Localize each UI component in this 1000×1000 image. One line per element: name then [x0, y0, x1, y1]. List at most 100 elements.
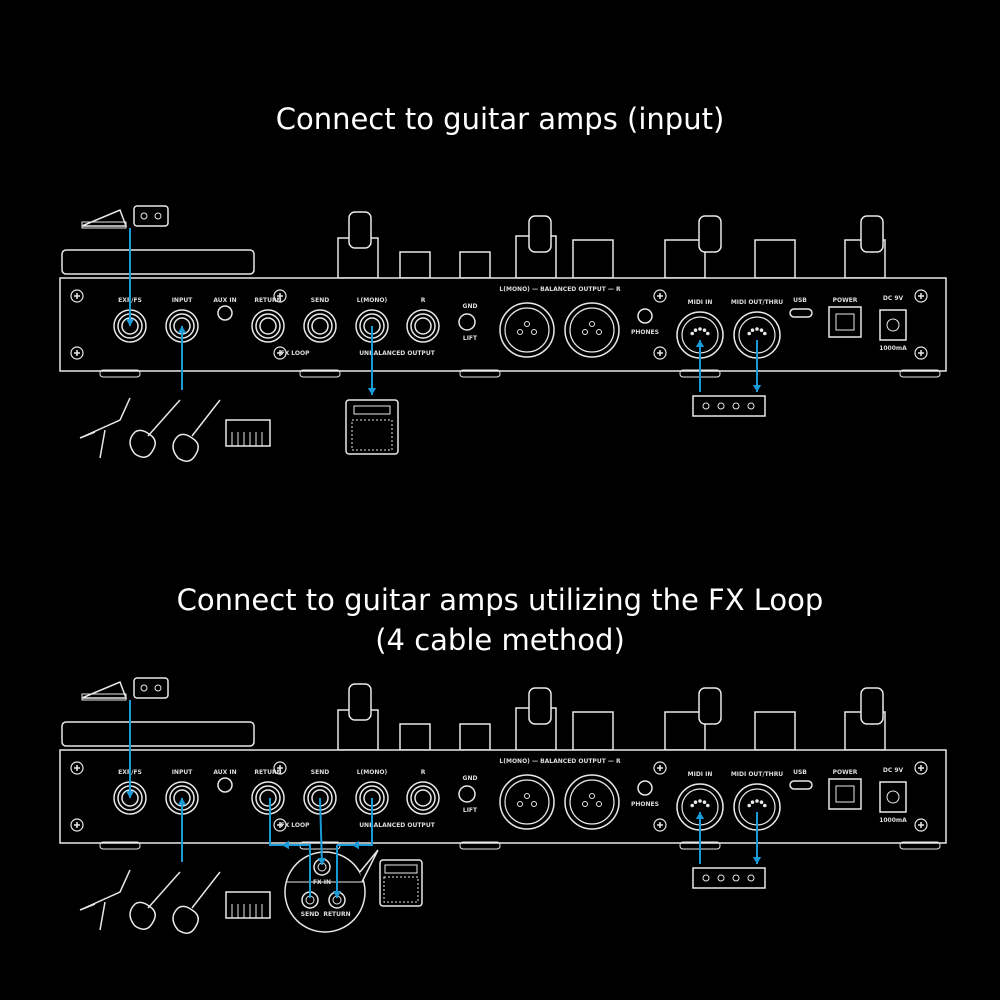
- screw-cross: [74, 765, 80, 771]
- label-amp-fx-in: FX IN: [313, 879, 331, 886]
- jack-socket: [406, 309, 440, 343]
- cable-arrowhead: [125, 791, 135, 798]
- amp-grille: [383, 876, 419, 903]
- footswitch-button: [140, 684, 148, 692]
- midi-device-port: [732, 874, 740, 882]
- knob: [754, 711, 796, 751]
- cable-arrowhead: [332, 891, 342, 898]
- electric-guitar-icon: [172, 399, 221, 462]
- screw-cross: [657, 765, 663, 771]
- midi-pin: [702, 800, 707, 805]
- midi-device-port: [702, 874, 710, 882]
- midi-pin: [690, 331, 695, 336]
- screw-icon: [273, 761, 287, 775]
- dc-jack-pin: [886, 790, 900, 804]
- jack-hole: [311, 317, 329, 335]
- jack-ring: [410, 313, 436, 339]
- screw-cross: [277, 822, 283, 828]
- midi-pin: [702, 328, 707, 333]
- screw-icon: [914, 761, 928, 775]
- midi-device-port: [717, 402, 725, 410]
- label-lift: LIFT: [463, 807, 478, 814]
- screw-cross: [74, 293, 80, 299]
- xlr-pin: [524, 793, 530, 799]
- label-l_mono: L(MONO): [357, 297, 388, 304]
- usb-port: [789, 780, 813, 790]
- expression-pedal-icon: [81, 681, 128, 699]
- cable-arrowhead: [695, 812, 705, 819]
- jack-ring: [255, 313, 281, 339]
- power-switch: [828, 778, 862, 810]
- footswitch-icon: [133, 205, 169, 227]
- cable-arrowhead: [282, 840, 289, 850]
- screw-icon: [70, 761, 84, 775]
- label-current: 1000mA: [879, 345, 907, 352]
- label-unbalanced-output: UNBALANCED OUTPUT: [359, 350, 436, 357]
- xlr-jack: [564, 774, 620, 830]
- dc-jack: [879, 309, 907, 341]
- jack-socket: [251, 781, 285, 815]
- midi-device-port: [747, 874, 755, 882]
- cable-arrowhead: [752, 385, 762, 392]
- label-phones: PHONES: [631, 801, 659, 808]
- label-power: POWER: [833, 769, 858, 776]
- midi-pin: [698, 799, 702, 803]
- footswitch-icon: [133, 677, 169, 699]
- midi-pin: [693, 328, 698, 333]
- knob-shaft: [348, 683, 372, 721]
- cable-arrowhead: [752, 857, 762, 864]
- footswitch-top: [61, 249, 255, 275]
- midi-device-port: [747, 402, 755, 410]
- xlr-pin: [531, 801, 537, 807]
- jack-ring: [307, 313, 333, 339]
- label-gnd: GND: [463, 775, 478, 782]
- label-usb: USB: [793, 769, 807, 776]
- jack-hole: [414, 789, 432, 807]
- knob-shaft: [860, 687, 884, 725]
- midi-pin: [705, 331, 710, 336]
- rubber-foot: [899, 841, 941, 850]
- dc-jack: [879, 781, 907, 813]
- usb-port: [789, 308, 813, 318]
- power-switch-inner: [835, 313, 855, 331]
- label-amp-return: RETURN: [323, 911, 350, 918]
- diagram-2-title-line-1: Connect to guitar amps utilizing the FX …: [176, 583, 824, 617]
- xlr-jack: [564, 302, 620, 358]
- xlr-pin: [596, 329, 602, 335]
- label-balanced-output: L(MONO) — BALANCED OUTPUT — R: [499, 286, 621, 293]
- screw-icon: [653, 346, 667, 360]
- cable-arrowhead: [352, 840, 359, 850]
- acoustic-guitar-icon: [129, 399, 181, 458]
- aux-in-jack: [217, 777, 233, 793]
- midi-device-port: [732, 402, 740, 410]
- cable-arrowhead: [125, 319, 135, 326]
- xlr-pin: [582, 801, 588, 807]
- xlr-pin: [589, 321, 595, 327]
- cable-arrowhead: [695, 340, 705, 347]
- label-unbalanced-output: UNBALANCED OUTPUT: [359, 822, 436, 829]
- power-switch: [828, 306, 862, 338]
- screw-icon: [70, 346, 84, 360]
- label-send: SEND: [311, 297, 329, 304]
- midi-device-port: [717, 874, 725, 882]
- guitar-amp-icon: [379, 859, 423, 907]
- aux-in-jack: [217, 305, 233, 321]
- expression-pedal-base: [81, 693, 127, 701]
- knob: [459, 251, 491, 279]
- label-midi-out-thru: MIDI OUT/THRU: [731, 771, 783, 778]
- expression-pedal-base: [81, 221, 127, 229]
- label-usb: USB: [793, 297, 807, 304]
- cable-line: [319, 797, 323, 866]
- screw-icon: [273, 289, 287, 303]
- acoustic-guitar-icon: [129, 871, 181, 930]
- screw-icon: [273, 346, 287, 360]
- xlr-pin: [517, 329, 523, 335]
- midi-device-icon: [692, 395, 766, 417]
- guitar-amp-icon: [345, 399, 399, 455]
- xlr-pin: [582, 329, 588, 335]
- cable-arrowhead: [317, 857, 326, 865]
- screw-cross: [657, 293, 663, 299]
- screw-icon: [914, 346, 928, 360]
- screw-cross: [918, 293, 924, 299]
